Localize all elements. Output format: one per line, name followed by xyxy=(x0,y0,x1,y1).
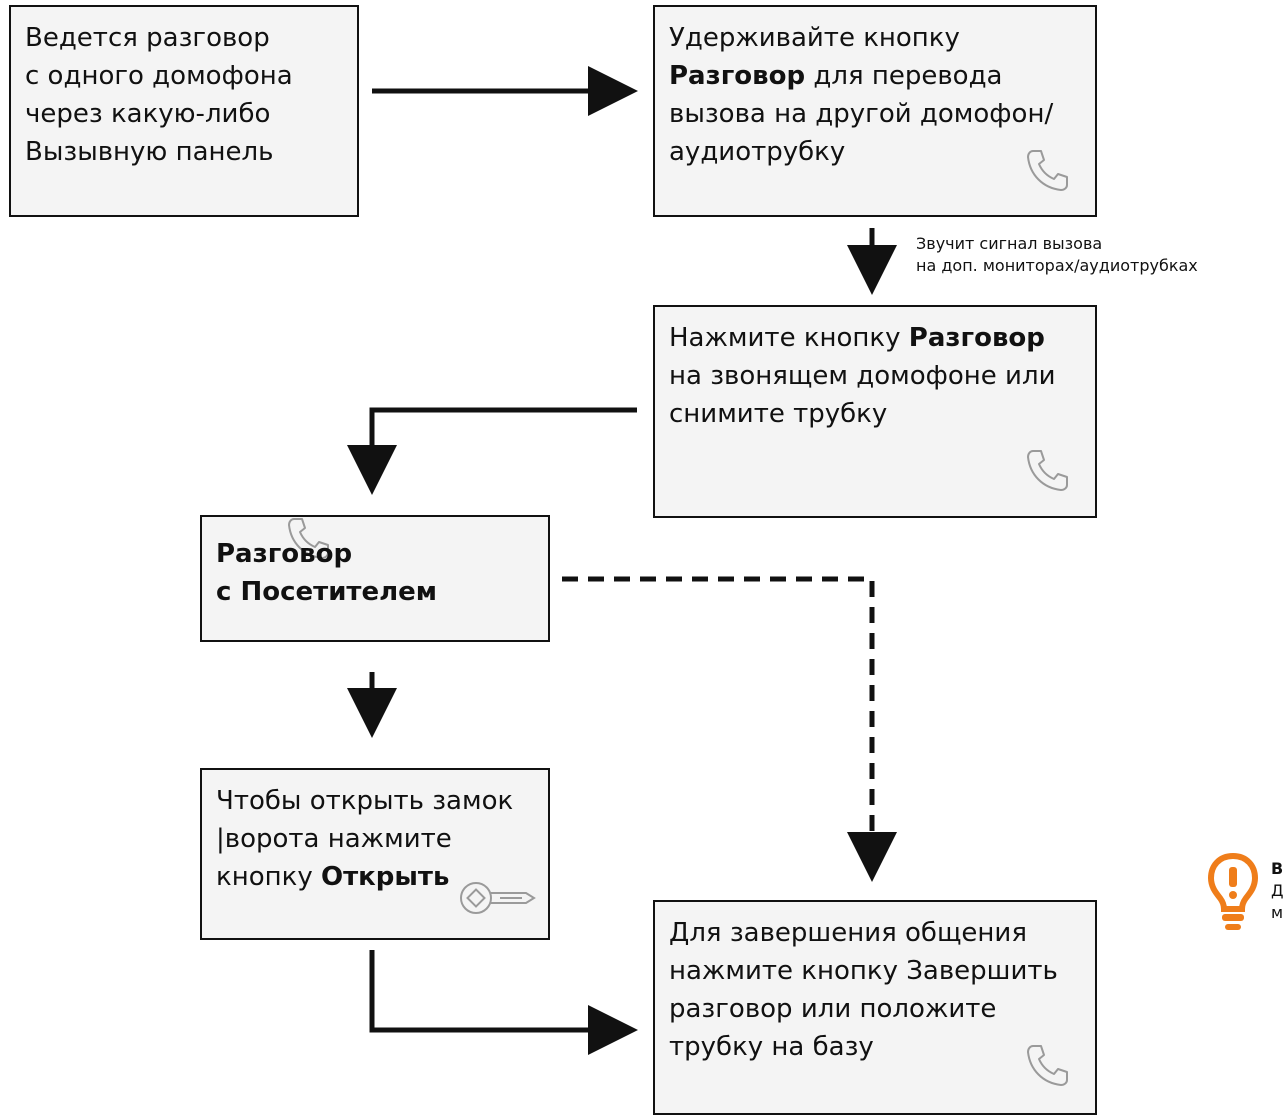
open-button-name: Открыть xyxy=(320,862,450,892)
step-text-line: |ворота нажмите xyxy=(216,824,452,854)
conversation-subtitle: с Посетителем xyxy=(216,577,438,607)
tip-line: В xyxy=(1271,859,1283,878)
step-text-line: Вызывную панель xyxy=(25,137,274,167)
step-text-line: на звонящем домофоне или xyxy=(669,361,1056,391)
tip-line: Д xyxy=(1271,881,1283,900)
step-conversation-with-visitor: Разговор с Посетителем xyxy=(200,515,550,642)
step-text-fragment: кнопку xyxy=(216,862,321,892)
step-text-line: вызова на другой домофон/ xyxy=(669,99,1054,129)
signal-note-line: на доп. мониторах/аудиотрубках xyxy=(916,256,1198,275)
step-text-line: аудиотрубку xyxy=(669,137,846,167)
signal-note-line: Звучит сигнал вызова xyxy=(916,234,1103,253)
step-text-line: кнопку Открыть xyxy=(216,858,534,896)
step-text-line: с Посетителем xyxy=(216,573,534,611)
step-ongoing-conversation: Ведется разговор с одного домофона через… xyxy=(9,5,359,217)
step-press-talk-button: Нажмите кнопку Разговор на звонящем домо… xyxy=(653,305,1097,518)
step-text-line: через какую-либо xyxy=(25,99,271,129)
step-end-conversation: Для завершения общения нажмите кнопку За… xyxy=(653,900,1097,1115)
step-text-line: нажмите кнопку Завершить xyxy=(669,956,1058,986)
step-text-line: трубку на базу xyxy=(669,1032,874,1062)
talk-button-name: Разговор xyxy=(908,323,1045,353)
lightbulb-icon xyxy=(1207,852,1259,930)
signal-note: Звучит сигнал вызова на доп. мониторах/а… xyxy=(916,233,1198,277)
step-text-line: Удерживайте кнопку xyxy=(669,23,960,53)
key-icon xyxy=(460,882,536,914)
step-open-lock: Чтобы открыть замок |ворота нажмите кноп… xyxy=(200,768,550,940)
step-text-line: снимите трубку xyxy=(669,399,888,429)
tip-text: В Д м xyxy=(1271,858,1283,924)
dashed-arrow-talk-to-end xyxy=(562,576,897,882)
step-text-line: Разговор для перевода xyxy=(669,57,1081,95)
step-text-line: с одного домофона xyxy=(25,61,293,91)
step-text-line: Чтобы открыть замок xyxy=(216,786,514,816)
arrow-press-to-talk xyxy=(347,407,637,495)
step-text-line: Разговор xyxy=(216,535,534,573)
tip-line: м xyxy=(1271,903,1283,922)
talk-button-name: Разговор xyxy=(669,61,806,91)
phone-icon xyxy=(1027,1045,1068,1086)
phone-icon xyxy=(1027,150,1068,191)
step-text-line: Ведется разговор xyxy=(25,23,270,53)
conversation-title: Разговор xyxy=(216,539,353,569)
step-text-fragment: Нажмите кнопку xyxy=(669,323,909,353)
phone-icon xyxy=(288,518,329,559)
step-text-fragment: для перевода xyxy=(805,61,1003,91)
step-text-line: Нажмите кнопку Разговор xyxy=(669,319,1081,357)
step-hold-talk-button: Удерживайте кнопку Разговор для перевода… xyxy=(653,5,1097,217)
step-text-line: разговор или положите xyxy=(669,994,997,1024)
arrow-open-to-end xyxy=(369,950,638,1055)
step-text-line: Для завершения общения xyxy=(669,918,1027,948)
phone-icon xyxy=(1027,450,1068,491)
